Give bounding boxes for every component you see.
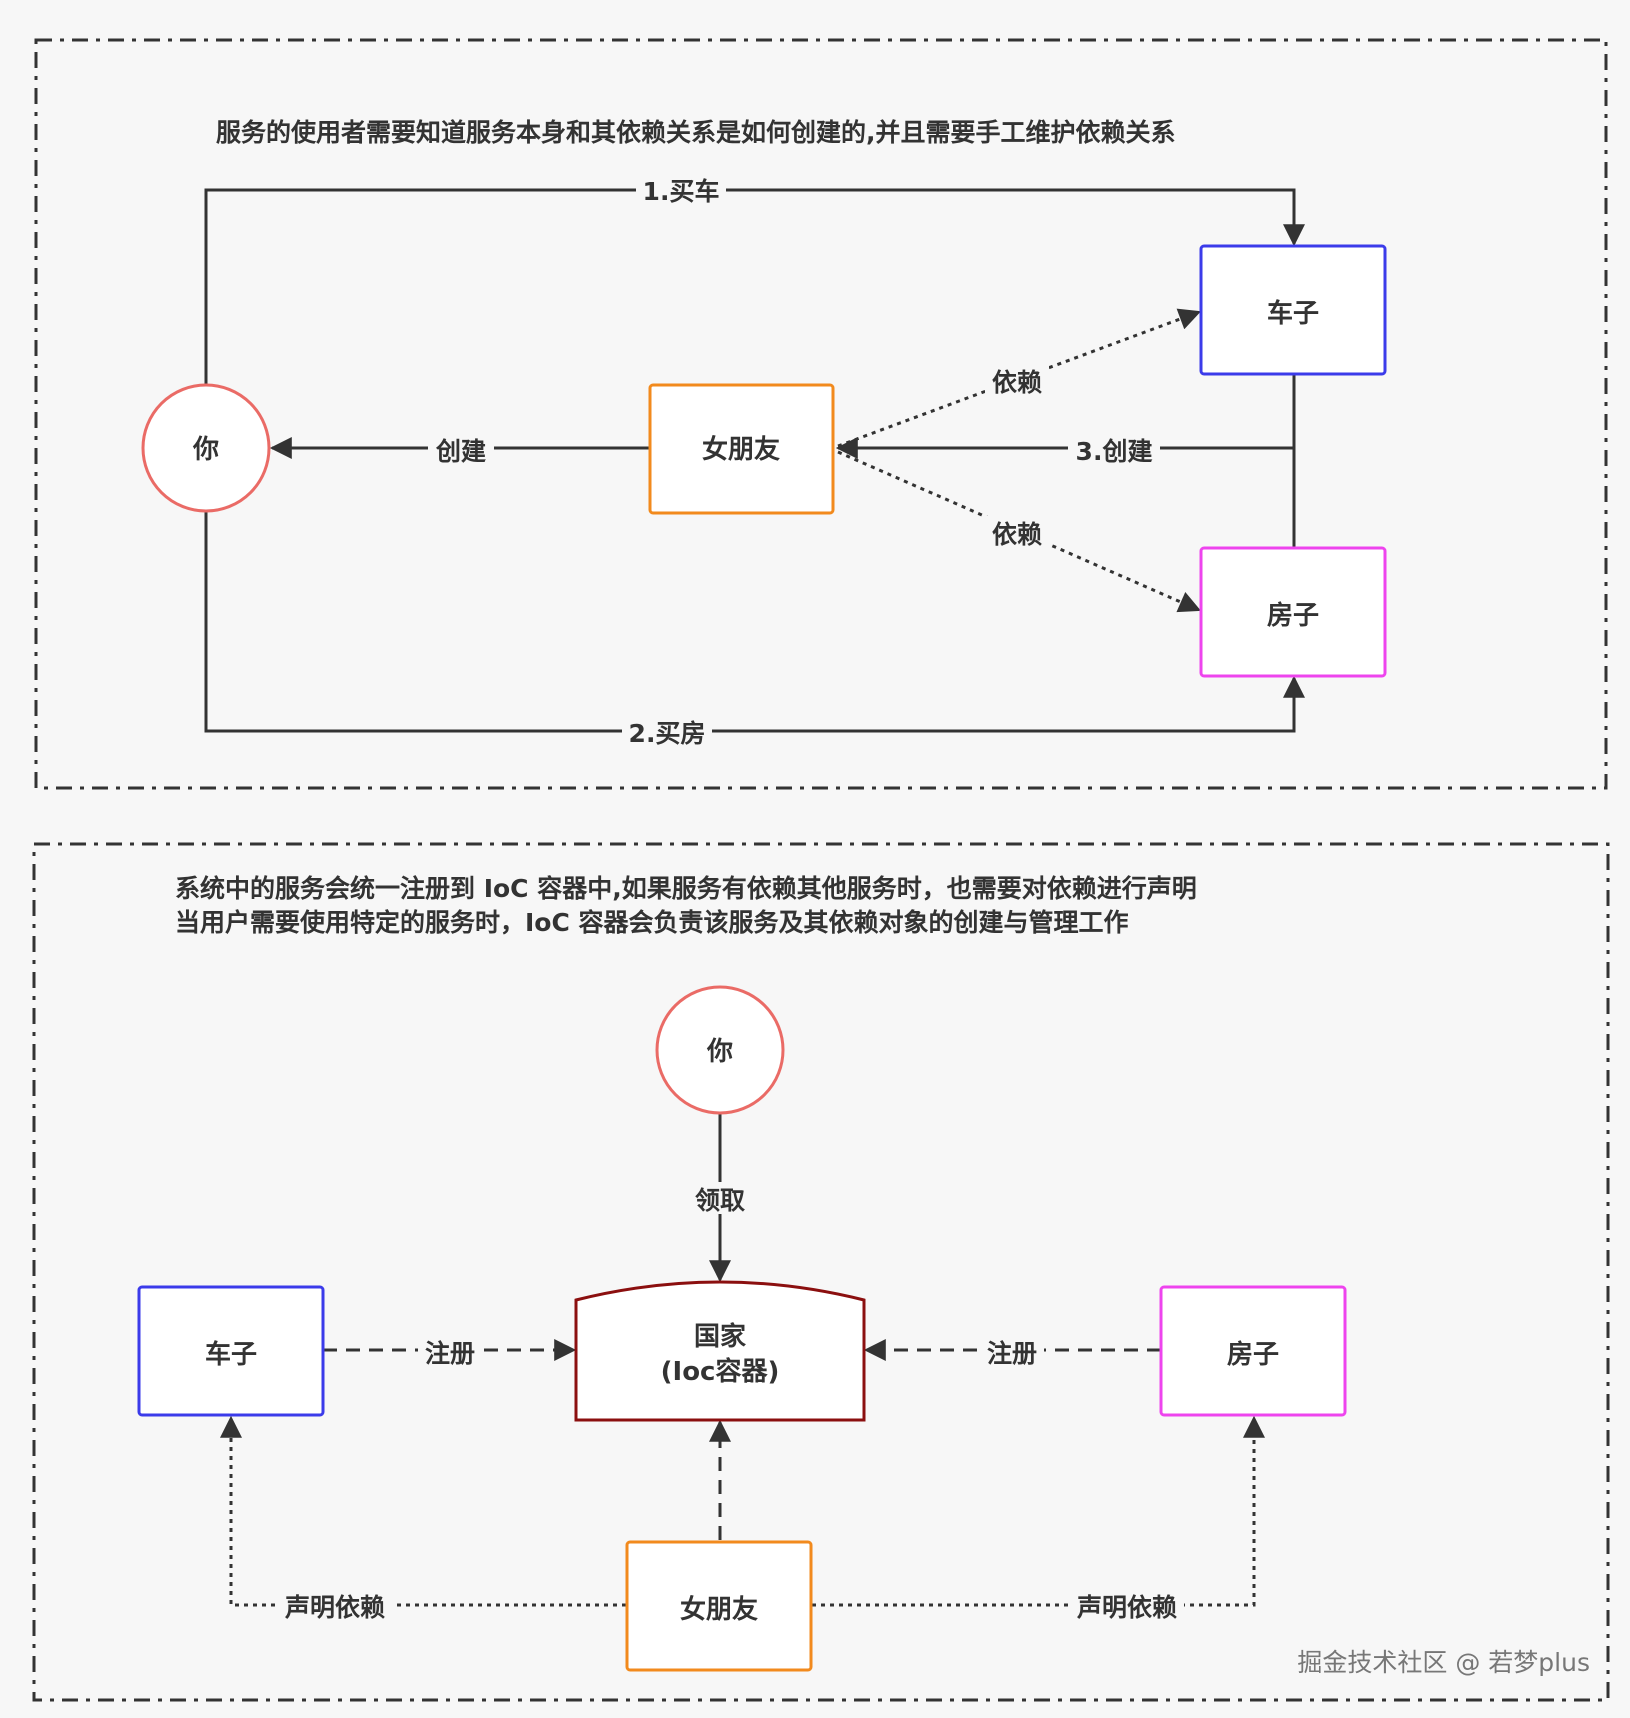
edge-buy-house (204, 512, 1305, 733)
edge-label-bg (278, 1589, 392, 1621)
node-car-bottom-shape (137, 1285, 325, 1417)
edge-label-bg (418, 1334, 482, 1366)
top-caption: 服务的使用者需要知道服务本身和其依赖关系是如何创建的,并且需要手工维护依赖关系 (216, 118, 1176, 147)
node-house-label: 房子 (1267, 601, 1319, 631)
node-house-bottom-shape (1159, 1285, 1347, 1417)
node-you: 你 (141, 383, 271, 513)
node-car-label: 车子 (1267, 298, 1319, 329)
bottom-caption-line2: 当用户需要使用特定的服务时，IoC 容器会负责该服务及其依赖对象的创建与管理工作 (175, 908, 1129, 937)
node-house-bottom: 房子 (1159, 1285, 1347, 1417)
bottom-panel-frame (32, 842, 1610, 1702)
node-girlfriend-shape (648, 383, 835, 515)
node-girlfriend-bottom-shape (625, 1540, 813, 1672)
edge-declare-house (812, 1415, 1265, 1607)
node-girlfriend-label: 女朋友 (702, 434, 780, 465)
edge-buy-car (204, 188, 1305, 385)
node-container-shape (574, 1280, 866, 1422)
node-container-label-line1: 国家 (694, 1321, 746, 1352)
edge-depends-house (837, 450, 1202, 613)
edge-label-register-car: 注册 (425, 1339, 475, 1368)
node-house: 房子 (1199, 546, 1387, 678)
node-container-label-line2: (Ioc容器) (661, 1356, 780, 1387)
edge-label-buy-house: 2.买房 (629, 719, 706, 748)
node-girlfriend-bottom-label: 女朋友 (680, 1594, 758, 1625)
bottom-caption-line1: 系统中的服务会统一注册到 IoC 容器中,如果服务有依赖其他服务时，也需要对依赖… (175, 874, 1197, 903)
edge-label-bg (622, 715, 712, 747)
edge-label-bg (1068, 432, 1160, 464)
node-house-bottom-label: 房子 (1227, 1340, 1279, 1370)
edge-label-depends-house: 依赖 (992, 520, 1042, 549)
edge-declare-car (220, 1415, 626, 1607)
node-car-shape (1199, 244, 1387, 376)
edge-label-bg (688, 1182, 752, 1214)
node-you-shape (141, 383, 271, 513)
edge-label-bg (636, 174, 726, 206)
node-car-bottom-label: 车子 (205, 1339, 257, 1370)
edge-label-declare-house: 声明依赖 (1077, 1593, 1177, 1622)
edge-label-bg (985, 516, 1049, 548)
edge-label-bg (428, 432, 494, 464)
edge-label-create-girlfriend: 3.创建 (1076, 437, 1153, 466)
node-container: 国家 (Ioc容器) (574, 1280, 866, 1422)
watermark-text: 掘金技术社区 @ 若梦plus (1297, 1648, 1590, 1677)
edge-label-register-house: 注册 (987, 1339, 1037, 1368)
top-panel-frame (34, 38, 1608, 790)
edge-label-receive: 领取 (695, 1186, 745, 1215)
bottom-panel: 系统中的服务会统一注册到 IoC 容器中,如果服务有依赖其他服务时，也需要对依赖… (32, 842, 1610, 1702)
edge-label-depends-car: 依赖 (992, 368, 1042, 397)
edge-label-declare-car: 声明依赖 (285, 1593, 385, 1622)
node-you-bottom: 你 (655, 985, 785, 1115)
top-panel: 服务的使用者需要知道服务本身和其依赖关系是如何创建的,并且需要手工维护依赖关系 … (34, 38, 1608, 790)
edge-label-buy-car: 1.买车 (643, 177, 720, 206)
node-you-label: 你 (192, 435, 219, 465)
node-girlfriend-bottom: 女朋友 (625, 1540, 813, 1672)
edge-label-bg (985, 364, 1049, 396)
node-house-shape (1199, 546, 1387, 678)
node-car: 车子 (1199, 244, 1387, 376)
node-car-bottom: 车子 (137, 1285, 325, 1417)
edge-label-create-you: 创建 (435, 437, 486, 466)
node-you-bottom-label: 你 (706, 1037, 733, 1067)
node-you-bottom-shape (655, 985, 785, 1115)
node-girlfriend: 女朋友 (648, 383, 835, 515)
edge-label-bg (1070, 1589, 1184, 1621)
edge-label-bg (980, 1334, 1044, 1366)
